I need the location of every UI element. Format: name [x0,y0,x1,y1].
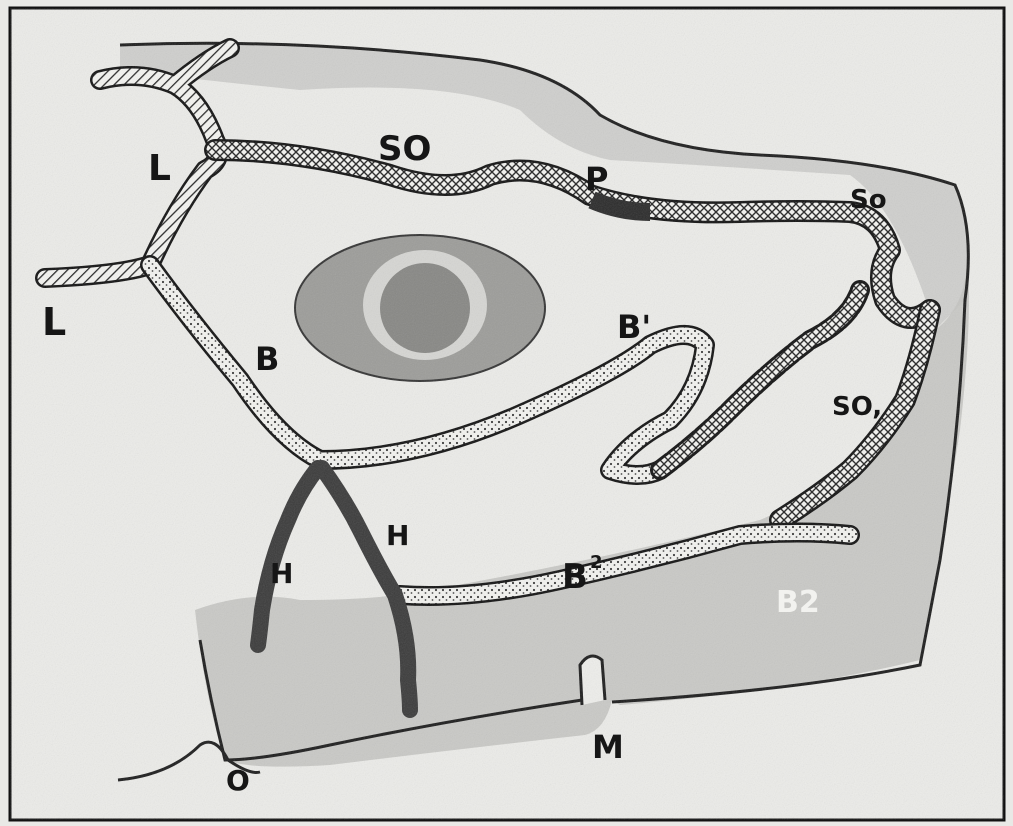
label-b2-right: B2 [776,585,820,620]
label-b2-superscript: 2 [590,552,603,573]
label-b-prime: B' [617,308,651,346]
label-o: O [226,764,250,797]
label-b: B [255,340,279,378]
label-m: M [592,728,624,766]
label-p: P [585,160,608,198]
label-l-upper: L [148,148,171,189]
label-so-top: SO [378,129,431,169]
label-so-right: So [850,185,887,215]
label-h-right: H [386,519,409,552]
label-b2: B [562,557,588,597]
label-h-left: H [270,557,293,590]
label-so-inner: SO, [832,392,882,422]
label-l-lower: L [42,300,66,344]
